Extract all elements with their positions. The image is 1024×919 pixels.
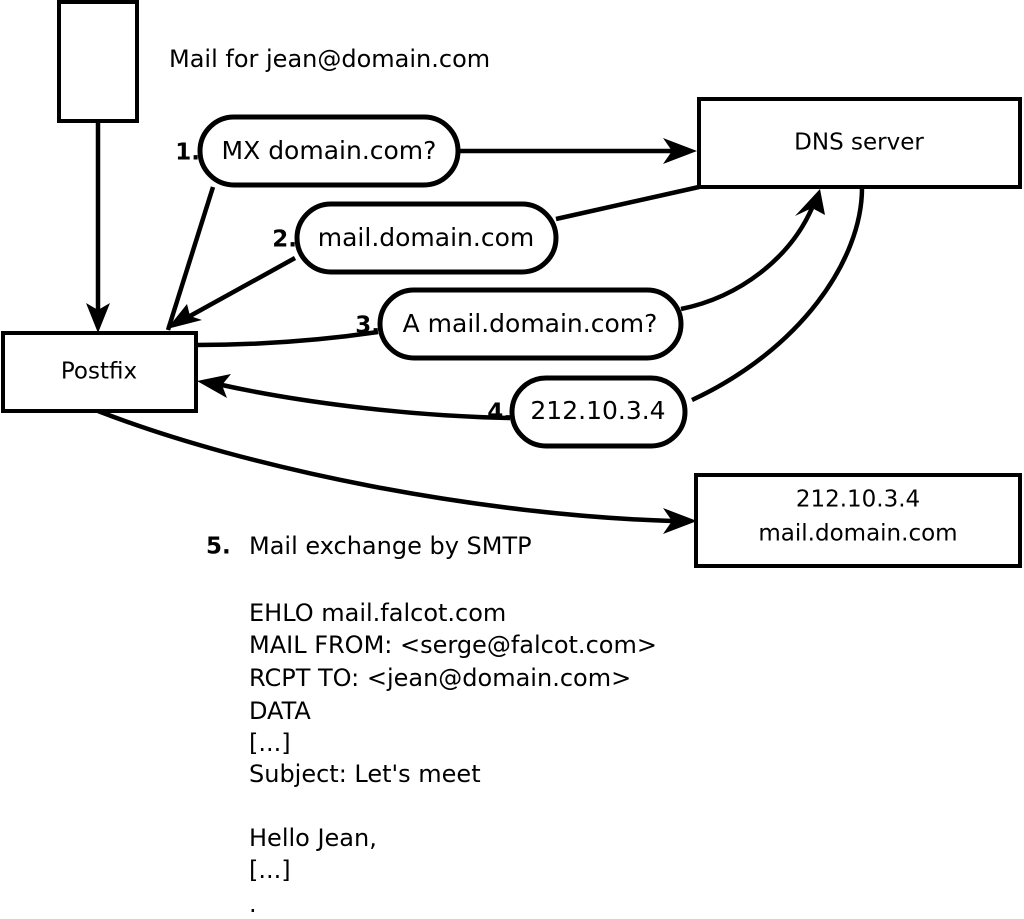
smtp-line-7: Hello Jean, — [249, 824, 377, 852]
arrowhead-sender-to-postfix — [86, 303, 110, 333]
step-bubble-1 — [197, 114, 461, 188]
step-number-4: 4. — [487, 400, 512, 426]
edge-step4-to-postfix — [221, 382, 511, 421]
step-number-2: 2. — [272, 227, 297, 253]
smtp-line-0: EHLO mail.falcot.com — [249, 599, 506, 627]
edge-dns-to-step4 — [691, 187, 865, 403]
edge-step2-to-postfix — [188, 256, 297, 318]
step-number-3: 3. — [355, 313, 380, 339]
node-sender-box — [57, 0, 139, 123]
node-dns-label: DNS server — [794, 130, 924, 156]
step-bubble-3 — [377, 287, 684, 361]
edge-step3-to-dns — [680, 207, 815, 312]
step-bubble-4 — [509, 375, 688, 449]
smtp-line-4: [...] — [249, 729, 291, 757]
arrowhead-step3-to-dns — [795, 189, 825, 216]
edge-postfix-to-target — [97, 408, 673, 524]
arrowhead-step1-to-dns — [663, 138, 697, 164]
step-bubble-2 — [294, 201, 559, 275]
step-5-label: Mail exchange by SMTP — [249, 532, 532, 560]
smtp-line-5: Subject: Let's meet — [249, 760, 481, 788]
node-postfix-label: Postfix — [61, 359, 137, 385]
step-bubble-4-label: 212.10.3.4 — [530, 396, 665, 425]
arrowhead-postfix-to-target — [663, 508, 697, 534]
edge-dns-to-step2 — [555, 184, 700, 222]
edge-postfix-to-step1 — [165, 186, 216, 331]
node-postfix-box — [1, 331, 198, 413]
smtp-line-9: . — [249, 890, 257, 918]
arrowhead-step4-to-postfix — [197, 374, 231, 398]
node-target-host: mail.domain.com — [758, 521, 957, 547]
step-bubble-3-label: A mail.domain.com? — [403, 309, 658, 338]
step-bubble-1-label: MX domain.com? — [222, 136, 437, 165]
step-number-1: 1. — [175, 140, 200, 166]
smtp-line-2: RCPT TO: <jean@domain.com> — [249, 664, 631, 692]
node-target-ip: 212.10.3.4 — [796, 487, 920, 513]
smtp-line-8: [...] — [249, 856, 291, 884]
node-dns-box — [697, 97, 1022, 189]
edge-postfix-to-step3 — [195, 329, 379, 348]
smtp-transcript: EHLO mail.falcot.com MAIL FROM: <serge@f… — [249, 599, 657, 918]
step-number-5: 5. — [206, 534, 231, 560]
arrowhead-step2-to-postfix — [167, 304, 202, 329]
step-bubble-2-label: mail.domain.com — [318, 223, 534, 252]
node-target-box — [694, 473, 1022, 568]
diagram-caption: Mail for jean@domain.com — [169, 45, 490, 73]
smtp-line-1: MAIL FROM: <serge@falcot.com> — [249, 631, 657, 659]
smtp-line-3: DATA — [249, 697, 311, 725]
